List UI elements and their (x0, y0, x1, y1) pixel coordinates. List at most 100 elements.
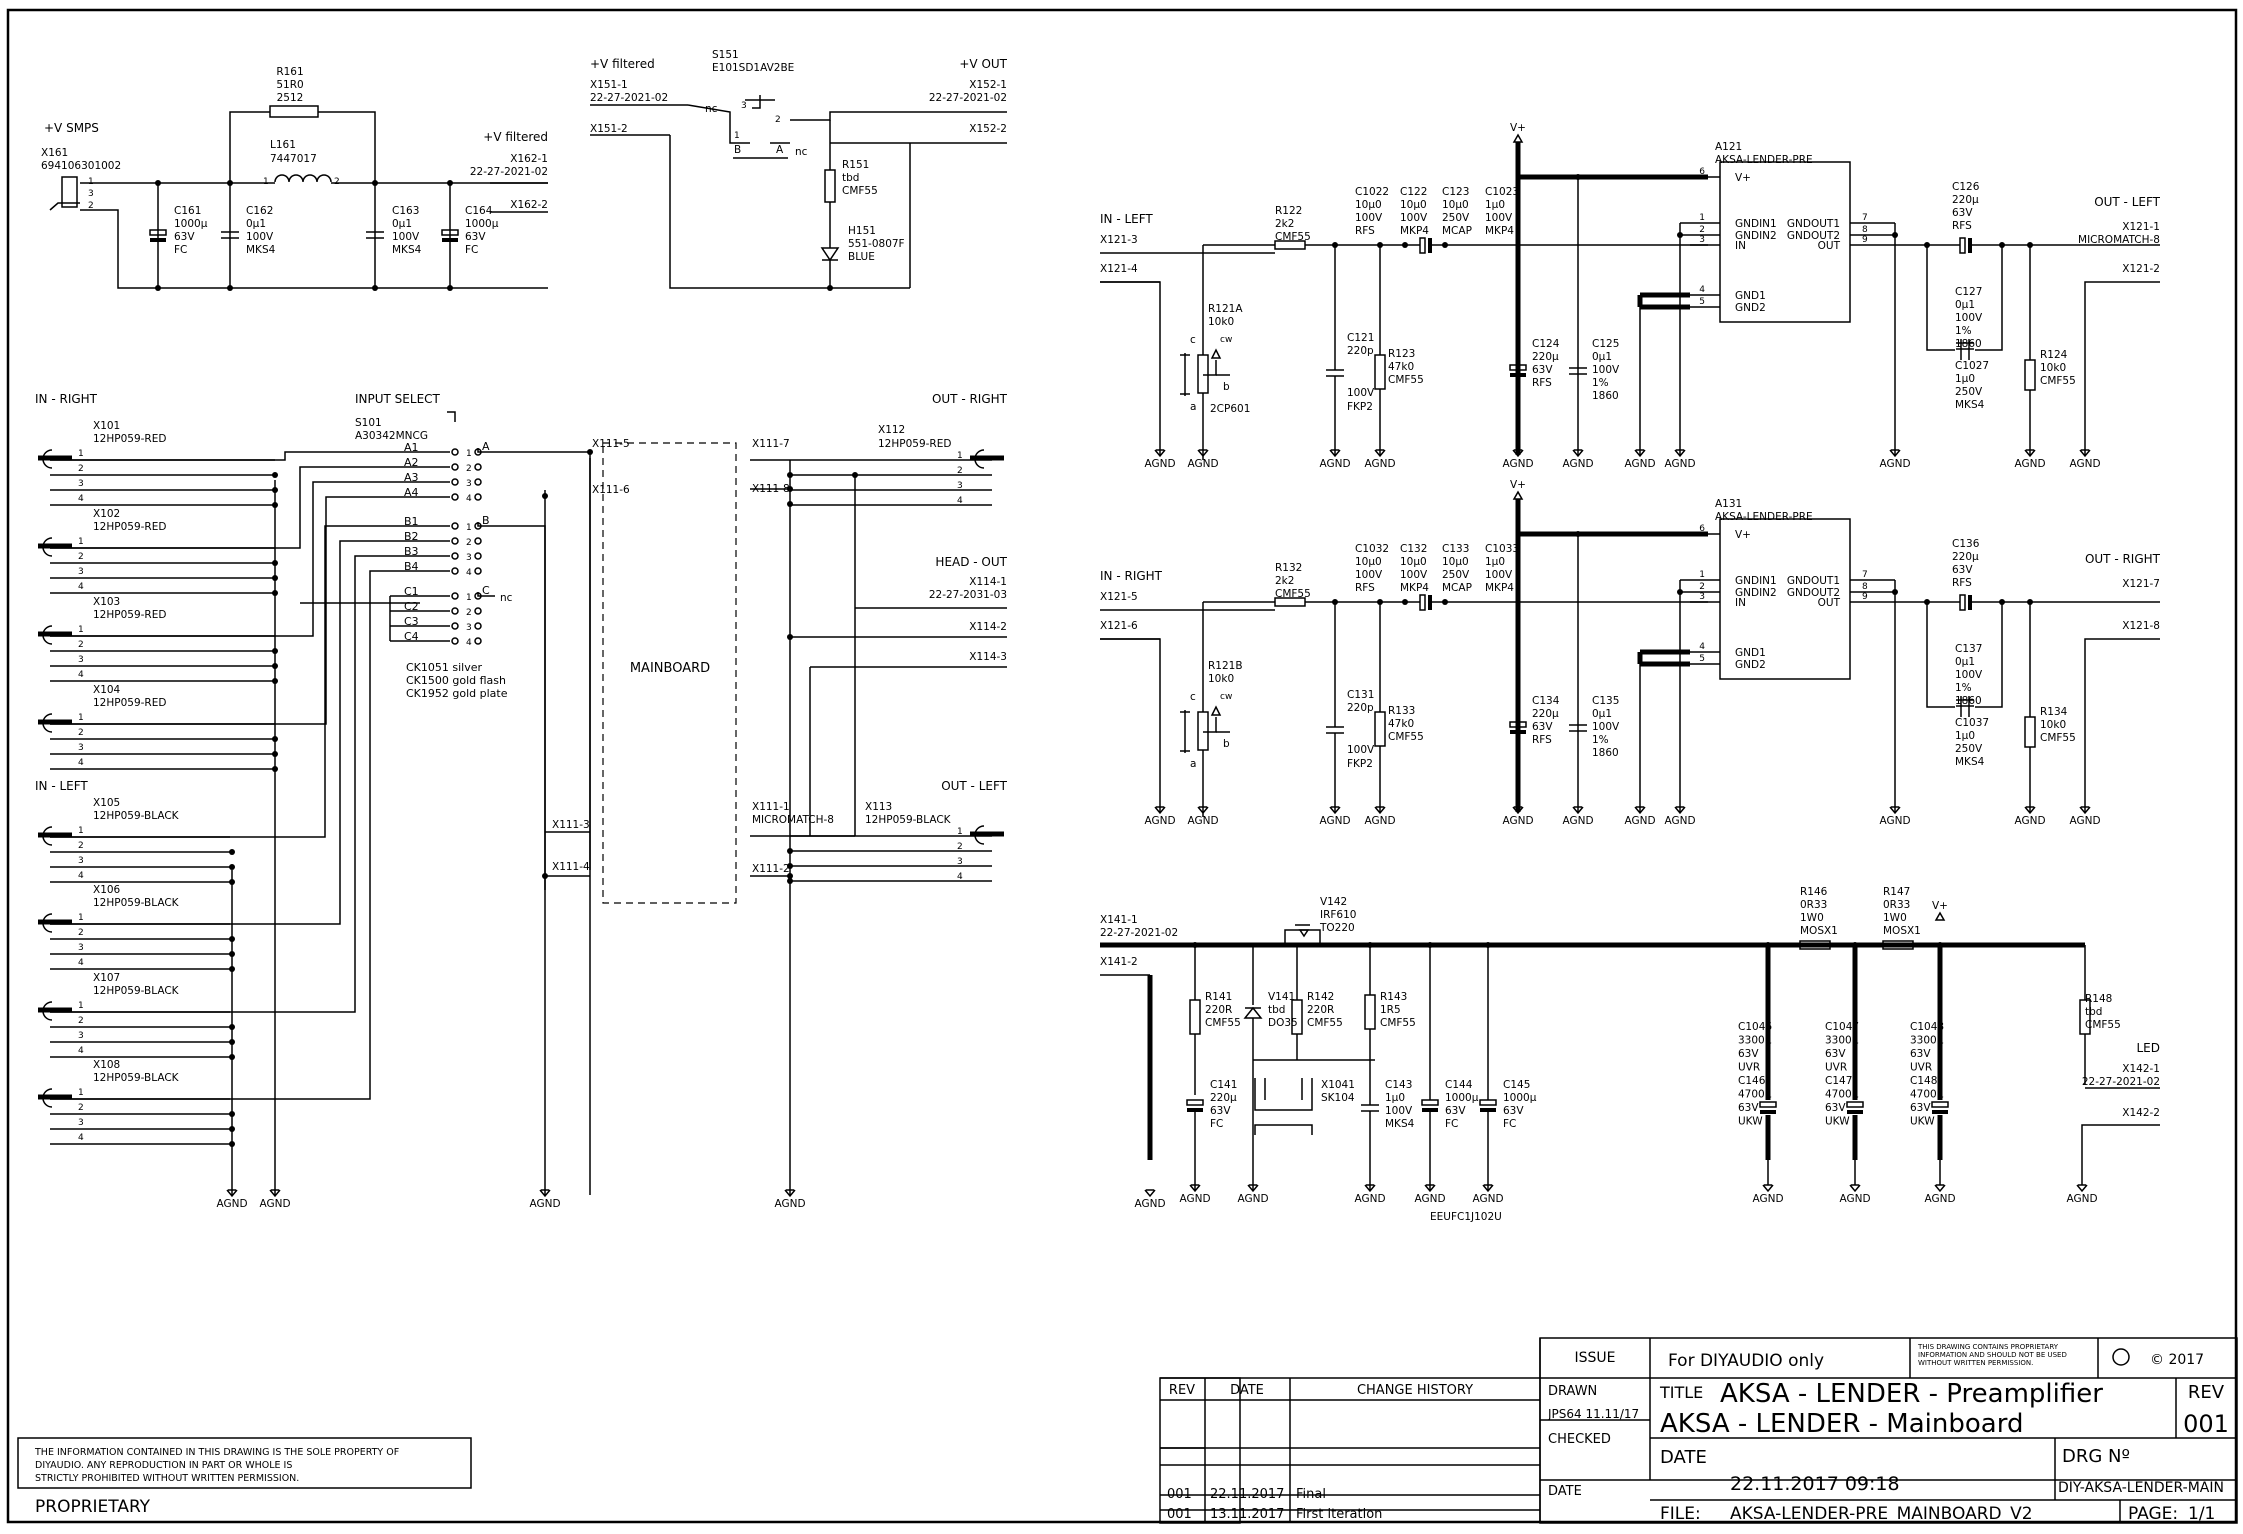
wire (50, 481, 420, 637)
label: 63V (1910, 1102, 1931, 1114)
label: GND2 (1735, 659, 1766, 671)
label: X112 (878, 424, 905, 436)
junction-dot (1999, 599, 2005, 605)
label: E101SD1AV2BE (712, 62, 794, 74)
sheet-border (6, 8, 2238, 1524)
label: IN (1735, 597, 1746, 609)
label: OUT - RIGHT (932, 392, 1008, 406)
wire (2084, 281, 2160, 455)
label: CMF55 (842, 185, 878, 197)
polarized-cap-plate (442, 238, 458, 242)
label: 63V (1825, 1102, 1846, 1114)
polarized-cap-plate (150, 238, 166, 242)
label: GNDOUT1 (1787, 575, 1840, 587)
label: First iteration (1296, 1507, 1382, 1522)
label: 2 (78, 1103, 84, 1113)
junction-dot (272, 766, 278, 772)
label: FC (1503, 1118, 1516, 1130)
label: 3 (957, 481, 963, 491)
label: X141-2 (1100, 956, 1138, 968)
label: X114-2 (969, 621, 1007, 633)
label: 3 (1699, 235, 1705, 245)
junction-dot (787, 878, 793, 884)
switch-contact (474, 622, 482, 630)
label: 10µ0 (1442, 556, 1469, 568)
label: 10µ0 (1400, 556, 1427, 568)
ground-symbol (1144, 1189, 1156, 1198)
label: AKSA-LENDER-PRE (1715, 511, 1813, 523)
label: CMF55 (2040, 732, 2076, 744)
label: 1 (263, 177, 269, 187)
inductor-l161 (274, 174, 332, 183)
label: 694106301002 (41, 160, 121, 172)
label: 2 (334, 177, 340, 187)
label: 12HP059-RED (93, 609, 166, 621)
junction-dot (272, 648, 278, 654)
label: X141-1 (1100, 914, 1138, 926)
label: R133 (1388, 705, 1415, 717)
label: 22-27-2021-02 (1100, 927, 1178, 939)
label: A131 (1715, 498, 1742, 510)
pot-wiper (1210, 348, 1222, 359)
label: 2 (78, 841, 84, 851)
label: C161 (174, 205, 201, 217)
label: X162-2 (510, 199, 548, 211)
label: 1% (1592, 734, 1609, 746)
label: B3 (404, 545, 419, 558)
ground-symbol (2024, 806, 2036, 815)
label: 2 (1699, 225, 1705, 235)
output-cap-plate (1968, 238, 1972, 253)
label: X152-2 (969, 123, 1007, 135)
label: GND1 (1735, 647, 1766, 659)
label: X101 (93, 420, 120, 432)
label: V+ (1735, 529, 1751, 541)
label: +V filtered (590, 57, 655, 71)
ground-label: AGND (259, 1198, 290, 1210)
label: H151 (848, 225, 876, 237)
switch-contact (451, 478, 459, 486)
label: a (1190, 758, 1196, 770)
label: 100V (1592, 364, 1620, 376)
label: X114-1 (969, 576, 1007, 588)
label: 22.11.2017 09:18 (1730, 1473, 1900, 1495)
ground-symbol (2079, 806, 2091, 815)
label: RFS (1532, 734, 1552, 746)
label: X142-2 (2122, 1107, 2160, 1119)
label: 0µ1 (392, 218, 412, 230)
wire (1926, 602, 1955, 708)
label: 001 (2183, 1410, 2229, 1438)
label: 1000µ (174, 218, 208, 230)
ground-label: AGND (1879, 815, 1910, 827)
label: 3 (78, 1031, 84, 1041)
label: FC (174, 244, 187, 256)
label: +V OUT (959, 57, 1007, 71)
label: 3300µ (1738, 1035, 1772, 1047)
ground-label: AGND (1839, 1193, 1870, 1205)
junction-dot (1575, 174, 1581, 180)
label: OUT (1818, 597, 1841, 609)
junction-dot (447, 285, 453, 291)
ground-symbol (226, 1189, 238, 1198)
junction-dot (272, 736, 278, 742)
junction-dot (542, 493, 548, 499)
ground-label: AGND (1179, 1193, 1210, 1205)
label: X106 (93, 884, 121, 896)
label: R161 (276, 66, 303, 78)
label: RFS (1952, 220, 1972, 232)
label: 6 (1699, 167, 1705, 177)
ground-symbol (1329, 806, 1341, 815)
label: MKP4 (1485, 582, 1514, 594)
switch-contact (474, 478, 482, 486)
switch-contact (451, 537, 459, 545)
label: 3 (78, 856, 84, 866)
label: 4 (78, 871, 84, 881)
ground-symbol (1634, 806, 1646, 815)
ground-symbol (1247, 1184, 1259, 1193)
label: A30342MNCG (355, 430, 428, 442)
junction-dot (1442, 599, 1448, 605)
label: X1041 (1321, 1079, 1355, 1091)
label: C136 (1952, 538, 1980, 550)
label: X151-1 (590, 79, 628, 91)
ground-label: AGND (1924, 1193, 1955, 1205)
label: 100V (1347, 744, 1375, 756)
